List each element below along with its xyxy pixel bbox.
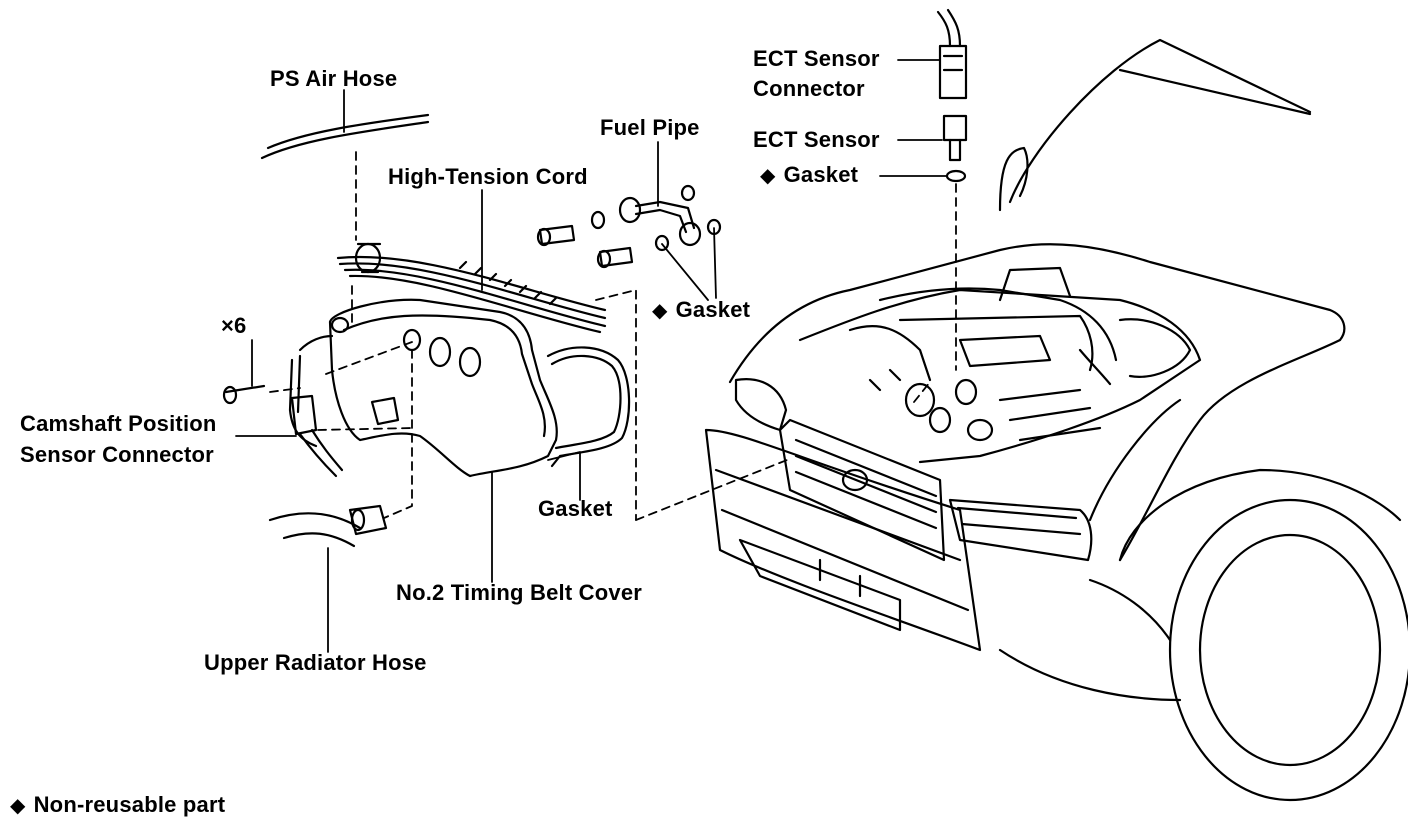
label-gasket-ect-text: Gasket: [783, 162, 859, 187]
upper-radiator-hose-drawing: [268, 504, 388, 548]
label-ps-air-hose: PS Air Hose: [270, 66, 398, 91]
label-camshaft-sensor-connector-line1: Camshaft Position: [20, 411, 217, 436]
high-tension-cord-drawing: [336, 242, 607, 334]
camshaft-sensor-drawing: [222, 384, 344, 478]
label-high-tension-cord: High-Tension Cord: [388, 164, 588, 189]
label-camshaft-sensor-connector-line2: Sensor Connector: [20, 442, 214, 467]
label-gasket-fuel: ◆ Gasket: [652, 295, 750, 326]
label-times-six: ×6: [221, 313, 247, 338]
timing-belt-cover-drawing: [288, 298, 631, 478]
legend: ◆ Non-reusable part: [10, 790, 225, 821]
vehicle-drawing: [704, 38, 1408, 802]
label-ect-sensor-connector-line1: ECT Sensor: [753, 46, 880, 71]
ps-air-hose-drawing: [260, 113, 430, 160]
label-upper-radiator-hose: Upper Radiator Hose: [204, 650, 427, 675]
fuel-pipe-drawing: [536, 184, 722, 269]
non-reusable-diamond-icon: ◆: [10, 795, 26, 817]
leader-lines: [235, 59, 947, 653]
label-timing-belt-cover: No.2 Timing Belt Cover: [396, 580, 643, 605]
label-ect-sensor-connector-line2: Connector: [753, 76, 865, 101]
dashed-guides: [269, 151, 957, 521]
label-gasket-cover: Gasket: [538, 496, 613, 521]
label-gasket-fuel-text: Gasket: [675, 297, 751, 322]
label-ect-sensor: ECT Sensor: [753, 127, 880, 152]
label-fuel-pipe: Fuel Pipe: [600, 115, 700, 140]
non-reusable-diamond-icon: ◆: [760, 165, 776, 187]
label-gasket-ect: ◆ Gasket: [760, 160, 858, 191]
legend-text: Non-reusable part: [33, 792, 226, 817]
non-reusable-diamond-icon: ◆: [652, 300, 668, 322]
ect-sensor-drawing: [936, 8, 968, 183]
